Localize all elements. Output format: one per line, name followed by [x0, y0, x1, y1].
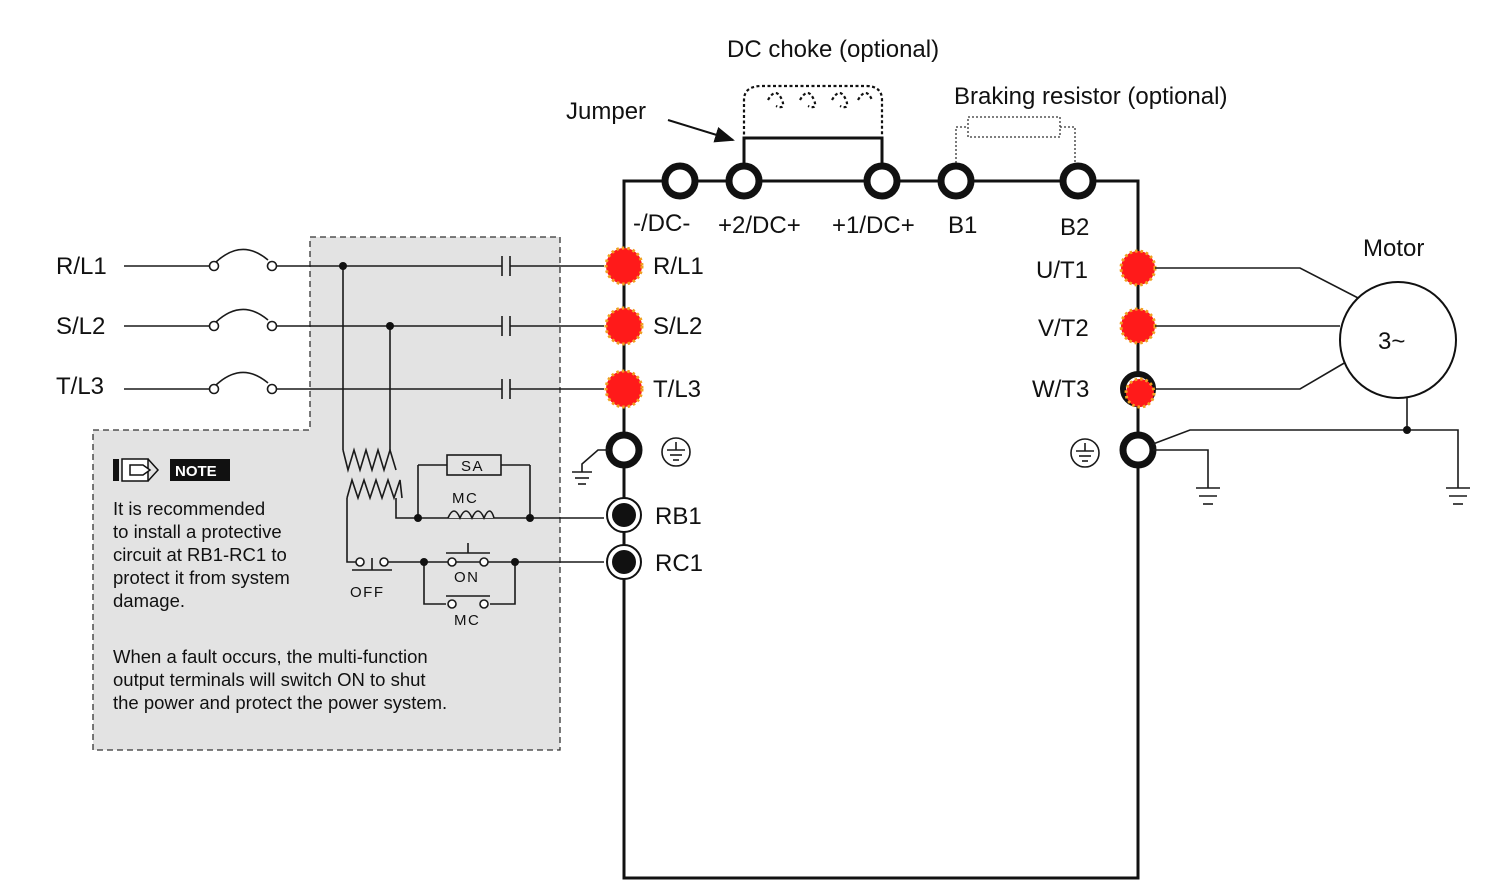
junction-dot	[414, 514, 422, 522]
mc-coil-label: MC	[452, 490, 478, 507]
terminal-b2	[1059, 162, 1097, 200]
dc-terminal-label: B2	[1060, 214, 1089, 241]
dc-choke-label: DC choke (optional)	[727, 36, 939, 63]
terminal-u-t1	[1119, 249, 1157, 287]
junction-dot	[420, 558, 428, 566]
mc-contact-label: MC	[454, 612, 480, 629]
jumper-arrow	[667, 119, 735, 143]
braking-resistor-label: Braking resistor (optional)	[954, 83, 1227, 110]
ground-symbol-icon	[572, 449, 609, 485]
svg-text:the power and protect the powe: the power and protect the power system.	[113, 692, 447, 713]
on-switch-label: ON	[454, 569, 480, 586]
jumper-label: Jumper	[566, 98, 646, 125]
terminal-rb1-core	[612, 503, 636, 527]
junction-dot	[1403, 426, 1411, 434]
terminal-t-l3	[604, 369, 644, 409]
junction-dot	[386, 322, 394, 330]
sa-label: SA	[461, 458, 484, 475]
ground-wiring	[1152, 429, 1470, 505]
dc-terminal-group	[661, 162, 1097, 200]
motor-phase-label: 3~	[1378, 328, 1405, 355]
dc-terminal-label: +2/DC+	[718, 212, 801, 239]
input-terminal-label: S/L2	[653, 313, 702, 340]
earth-symbol-icon	[1070, 438, 1100, 468]
motor-label: Motor	[1363, 235, 1424, 262]
protective-circuit	[342, 447, 604, 609]
terminal-w-t3	[1124, 377, 1156, 409]
output-terminal-label: U/T1	[1036, 257, 1088, 284]
relay-terminal-label: RB1	[655, 503, 702, 530]
terminal-b1	[937, 162, 975, 200]
input-terminal-group	[604, 246, 644, 409]
input-terminal-label: T/L3	[653, 376, 701, 403]
relay-terminal-label: RC1	[655, 550, 703, 577]
supply-input-label: T/L3	[56, 373, 104, 400]
off-switch-label: OFF	[350, 584, 385, 601]
terminal-ground-output	[1119, 431, 1157, 469]
dc-terminal-label: +1/DC+	[832, 212, 915, 239]
junction-dot	[339, 262, 347, 270]
terminal-s-l2	[604, 306, 644, 346]
output-wiring	[1155, 267, 1408, 430]
dc-choke-symbol	[742, 84, 884, 140]
svg-text:It is recommended: It is recommended	[113, 498, 265, 519]
terminal-r-l1	[604, 246, 644, 286]
input-wiring	[124, 248, 604, 450]
note-icon	[113, 458, 230, 482]
note-text-1: It is recommended to install a protectiv…	[113, 498, 290, 611]
svg-text:circuit at RB1-RC1 to: circuit at RB1-RC1 to	[113, 544, 287, 565]
supply-input-label: R/L1	[56, 253, 107, 280]
svg-text:to install a protective: to install a protective	[113, 521, 282, 542]
terminal-dc-pos2	[725, 162, 763, 200]
motor-symbol	[1339, 281, 1457, 399]
supply-input-label: S/L2	[56, 313, 105, 340]
output-terminal-label: V/T2	[1038, 315, 1089, 342]
note-panel	[92, 236, 561, 751]
jumper-wire	[742, 136, 884, 170]
dc-terminal-label: B1	[948, 212, 977, 239]
junction-dot	[526, 514, 534, 522]
output-terminal-group	[1119, 249, 1157, 409]
terminal-dc-neg	[661, 162, 699, 200]
braking-resistor-symbol	[955, 116, 1076, 167]
terminal-ground-input	[605, 431, 643, 469]
input-terminal-label: R/L1	[653, 253, 704, 280]
svg-text:protect it from system: protect it from system	[113, 567, 290, 588]
note-tag: NOTE	[175, 463, 217, 480]
junction-dot	[511, 558, 519, 566]
note-text-2: When a fault occurs, the multi-function …	[113, 646, 447, 713]
terminal-dc-pos1	[863, 162, 901, 200]
terminal-rc1-core	[612, 550, 636, 574]
earth-symbol-icon	[661, 437, 691, 467]
terminal-v-t2	[1119, 307, 1157, 345]
svg-text:damage.: damage.	[113, 590, 185, 611]
dc-terminal-label: -/DC-	[633, 210, 690, 237]
svg-text:output terminals will switch O: output terminals will switch ON to shut	[113, 669, 426, 690]
output-terminal-label: W/T3	[1032, 376, 1089, 403]
svg-text:When a fault occurs, the multi: When a fault occurs, the multi-function	[113, 646, 428, 667]
